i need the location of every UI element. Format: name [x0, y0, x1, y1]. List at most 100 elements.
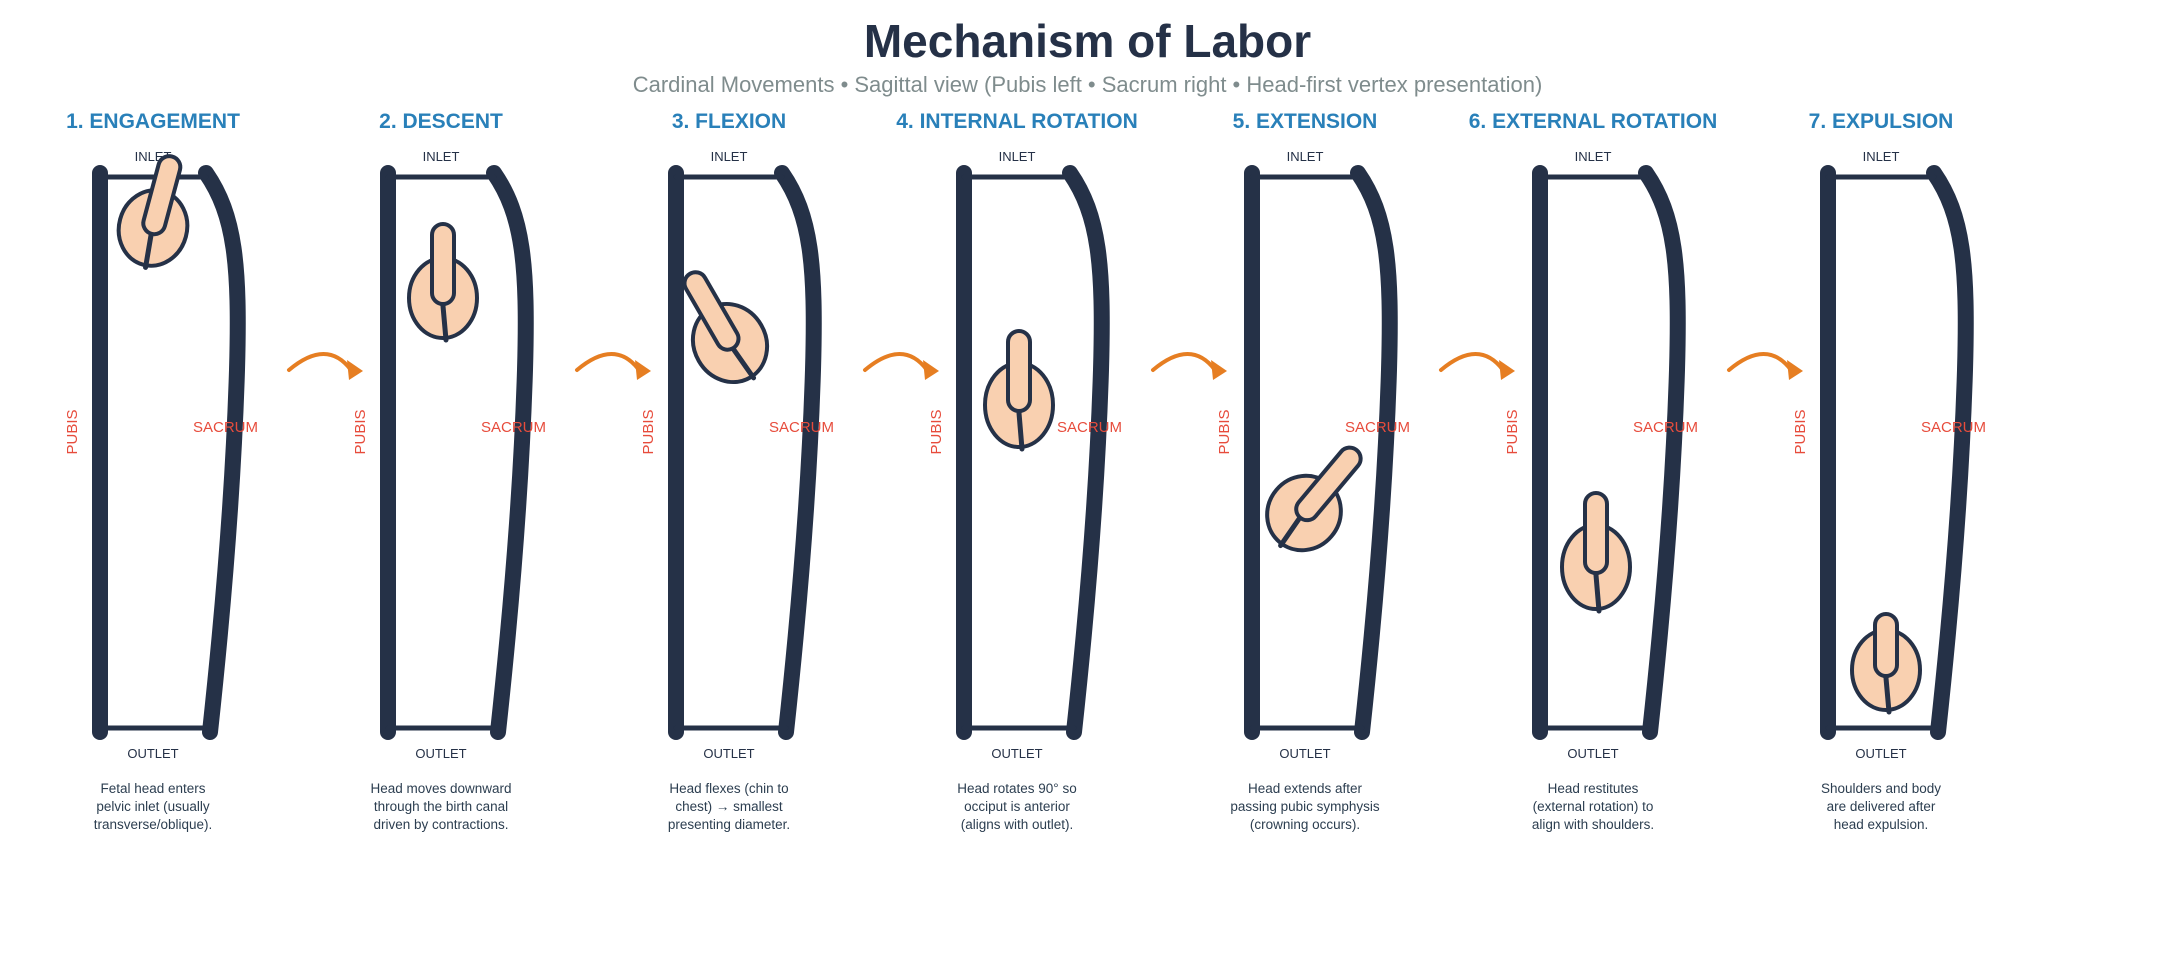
fetal-body	[1873, 612, 1899, 678]
step-description-line: driven by contractions.	[373, 817, 508, 832]
step-panel: 3. FLEXION INLET OUTLET PUBIS SACRUM Head fle…	[640, 110, 939, 832]
outlet-label: OUTLET	[991, 746, 1042, 761]
step-panel: 7. EXPULSION INLET OUTLET PUBIS SACRUM Should…	[1792, 110, 1986, 832]
fetal-chin-marker	[1883, 675, 1892, 715]
arrow-head-icon	[1787, 360, 1803, 380]
inlet-label: INLET	[1575, 149, 1612, 164]
step-description-line: Fetal head enters	[100, 781, 205, 796]
arrow-head-icon	[923, 360, 939, 380]
progress-arrow	[863, 352, 929, 372]
progress-arrow	[1727, 352, 1793, 372]
step-description-line: are delivered after	[1827, 799, 1936, 814]
sacrum-wall	[198, 165, 246, 740]
pubis-label: PUBIS	[1216, 409, 1233, 454]
step-description-line: Head flexes (chin to	[669, 781, 788, 796]
step-description-line: (aligns with outlet).	[961, 817, 1074, 832]
step-description-line: through the birth canal	[374, 799, 508, 814]
step-title: 3. FLEXION	[672, 110, 786, 133]
fetal-body	[1583, 491, 1609, 575]
outlet-label: OUTLET	[703, 746, 754, 761]
fetal-chin-marker	[143, 233, 154, 270]
inlet-label: INLET	[711, 149, 748, 164]
fetus-figure	[682, 270, 770, 385]
inlet-label: INLET	[1287, 149, 1324, 164]
step-description-line: pelvic inlet (usually	[96, 799, 210, 814]
fetus-figure	[1850, 612, 1922, 715]
outlet-label: OUTLET	[127, 746, 178, 761]
step-panel: 6. EXTERNAL ROTATION INLET OUTLET PUBIS SACR…	[1469, 110, 1803, 832]
inlet-label: INLET	[423, 149, 460, 164]
step-description-line: transverse/oblique).	[94, 817, 213, 832]
page-subtitle: Cardinal Movements • Sagittal view (Pubi…	[632, 72, 1543, 97]
fetal-body	[1006, 329, 1032, 413]
sacrum-wall	[774, 165, 822, 740]
step-description-line: Head rotates 90° so	[957, 781, 1076, 796]
step-description-line: presenting diameter.	[668, 817, 790, 832]
pubis-label: PUBIS	[640, 409, 657, 454]
fetus-figure	[407, 222, 479, 343]
step-title: 2. DESCENT	[379, 110, 503, 133]
step-description-line: Head moves downward	[370, 781, 511, 796]
step-title: 4. INTERNAL ROTATION	[896, 110, 1138, 133]
step-title: 5. EXTENSION	[1233, 110, 1378, 133]
pubis-label: PUBIS	[352, 409, 369, 454]
step-description-line: (external rotation) to	[1533, 799, 1654, 814]
sacrum-wall	[1350, 165, 1398, 740]
step-description-line: (crowning occurs).	[1250, 817, 1360, 832]
fetal-chin-marker	[731, 347, 757, 381]
progress-arrow	[287, 352, 353, 372]
outlet-label: OUTLET	[1567, 746, 1618, 761]
fetal-body	[430, 222, 456, 306]
sacrum-wall	[1926, 165, 1974, 740]
step-description-line: Head extends after	[1248, 781, 1363, 796]
fetus-figure	[983, 329, 1055, 452]
sacrum-wall	[1062, 165, 1110, 740]
outlet-label: OUTLET	[1855, 746, 1906, 761]
sacrum-label: SACRUM	[193, 419, 258, 436]
fetal-chin-marker	[1593, 572, 1602, 614]
progress-arrow	[575, 352, 641, 372]
arrow-head-icon	[1211, 360, 1227, 380]
progress-arrow	[1439, 352, 1505, 372]
step-description-line: Head restitutes	[1548, 781, 1639, 796]
step-title: 1. ENGAGEMENT	[66, 110, 240, 133]
arrow-head-icon	[1499, 360, 1515, 380]
step-panel: 2. DESCENT INLET OUTLET PUBIS SACRUM Head mov…	[352, 110, 651, 832]
inlet-label: INLET	[1863, 149, 1900, 164]
sacrum-label: SACRUM	[481, 419, 546, 436]
fetal-chin-marker	[1016, 410, 1025, 452]
pubis-label: PUBIS	[1504, 409, 1521, 454]
arrow-head-icon	[347, 360, 363, 380]
step-description-line: head expulsion.	[1834, 817, 1929, 832]
fetus-figure	[1560, 491, 1632, 614]
sacrum-label: SACRUM	[1633, 419, 1698, 436]
pubis-label: PUBIS	[1792, 409, 1809, 454]
step-description-line: passing pubic symphysis	[1230, 799, 1380, 814]
page-title: Mechanism of Labor	[863, 15, 1312, 67]
step-title: 7. EXPULSION	[1809, 110, 1954, 133]
sacrum-wall	[1638, 165, 1686, 740]
arrow-head-icon	[635, 360, 651, 380]
step-description-line: chest) → smallest	[675, 799, 783, 814]
sacrum-wall	[486, 165, 534, 740]
step-title: 6. EXTERNAL ROTATION	[1469, 110, 1718, 133]
sacrum-label: SACRUM	[1057, 419, 1122, 436]
step-description-line: align with shoulders.	[1532, 817, 1654, 832]
pubis-label: PUBIS	[928, 409, 945, 454]
progress-arrow	[1151, 352, 1217, 372]
step-panel: 4. INTERNAL ROTATION INLET OUTLET PUBIS SACR…	[896, 110, 1227, 832]
outlet-label: OUTLET	[415, 746, 466, 761]
sacrum-label: SACRUM	[1345, 419, 1410, 436]
step-description-line: Shoulders and body	[1821, 781, 1941, 796]
sacrum-label: SACRUM	[1921, 419, 1986, 436]
fetus-figure	[1265, 445, 1363, 553]
outlet-label: OUTLET	[1279, 746, 1330, 761]
fetal-chin-marker	[440, 303, 449, 343]
step-description-line: occiput is anterior	[964, 799, 1070, 814]
inlet-label: INLET	[999, 149, 1036, 164]
pubis-label: PUBIS	[64, 409, 81, 454]
sacrum-label: SACRUM	[769, 419, 834, 436]
fetus-figure	[116, 154, 190, 270]
